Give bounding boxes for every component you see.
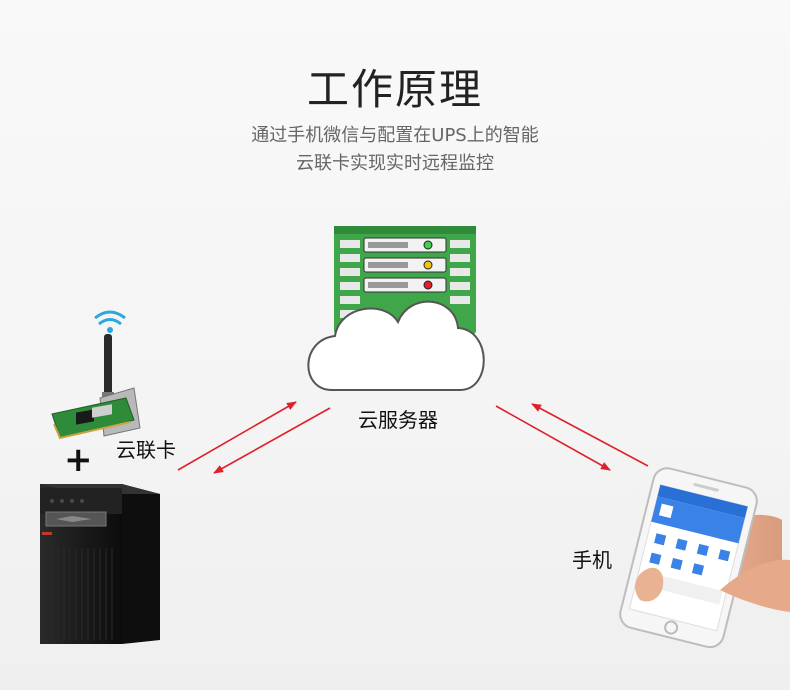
arrow-server-to-card — [213, 407, 331, 474]
page-title: 工作原理 — [306, 65, 483, 114]
phone-in-hand-icon — [619, 467, 790, 649]
subtitle-line-1: 通过手机微信与配置在UPS上的智能 — [251, 125, 539, 146]
ups-tower-icon — [40, 484, 160, 644]
arrow-card-to-server — [177, 401, 297, 471]
page-subtitle: 通过手机微信与配置在UPS上的智能 云联卡实现实时远程监控 — [0, 122, 790, 178]
phone-label: 手机 — [572, 548, 612, 572]
arrow-phone-to-server — [531, 403, 649, 467]
cloud-icon — [307, 300, 485, 391]
server-label: 云服务器 — [358, 408, 438, 432]
arrow-server-to-phone — [495, 405, 611, 471]
card-label: 云联卡 — [116, 438, 176, 462]
cloud-card-icon — [51, 310, 141, 440]
subtitle-line-2: 云联卡实现实时远程监控 — [296, 153, 494, 174]
plus-sign: + — [64, 440, 93, 480]
